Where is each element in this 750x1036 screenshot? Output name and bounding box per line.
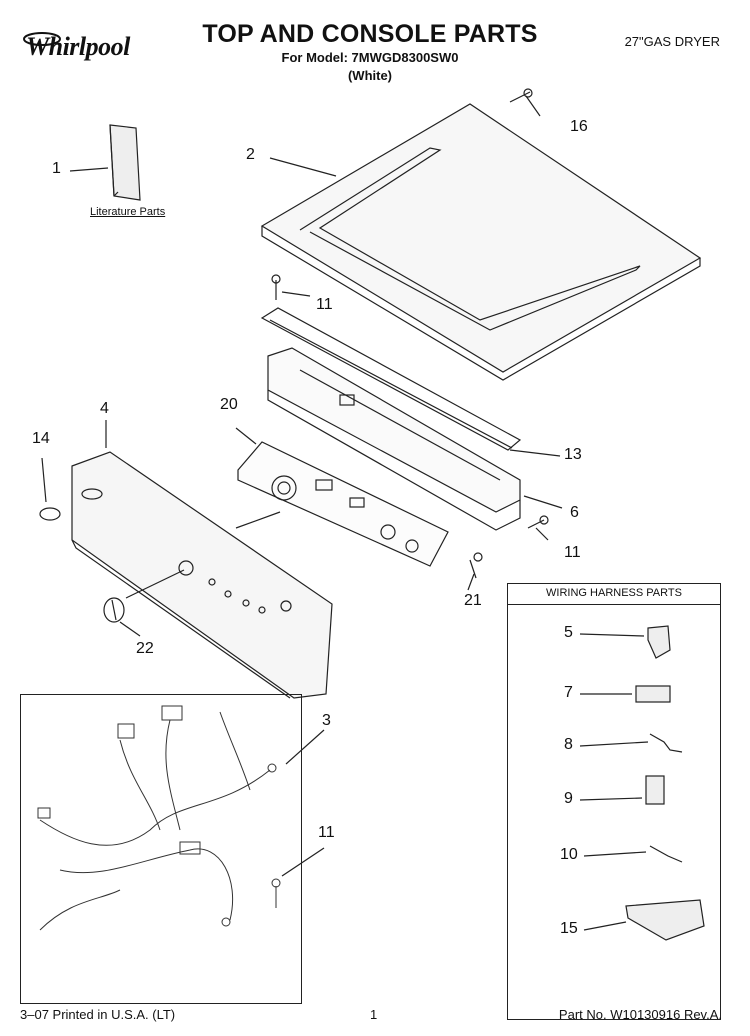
screw-11-right-icon (527, 515, 549, 529)
logo-swoosh-icon (23, 32, 61, 46)
wiring-harness-frame (20, 694, 302, 1004)
callout-4: 4 (100, 400, 109, 417)
screw-11-top-icon (271, 274, 281, 300)
footer-part-number: Part No. W10130916 Rev.A. (558, 1007, 722, 1022)
top-panel-drawing (260, 103, 702, 381)
callout-13: 13 (564, 446, 582, 463)
callout-2: 2 (246, 146, 255, 163)
console-back-6-drawing (267, 347, 521, 531)
page-title: TOP AND CONSOLE PARTS (202, 20, 538, 48)
callout-1: 1 (52, 160, 61, 177)
callout-22: 22 (136, 640, 154, 657)
connector-7-icon (635, 685, 671, 703)
callout-15: 15 (560, 920, 578, 937)
connector-15-icon (625, 899, 705, 941)
callout-20: 20 (220, 396, 238, 413)
clip-5-icon (647, 625, 671, 659)
wiring-parts-box (507, 583, 721, 1020)
knob-22-icon (103, 597, 125, 623)
control-board-20-drawing (237, 441, 449, 567)
brand-logo: Whirlpool (14, 28, 146, 70)
terminal-10-icon (649, 845, 683, 863)
terminal-8-icon (649, 733, 683, 753)
callout-8: 8 (564, 736, 573, 753)
callout-11-bottom: 11 (318, 824, 335, 841)
wiring-parts-box-title: WIRING HARNESS PARTS (507, 583, 721, 605)
console-panel-4-drawing (71, 451, 333, 699)
screw-21-icon (469, 552, 483, 579)
model-line: For Model: 7MWGD8300SW0 (281, 50, 459, 65)
callout-11-top: 11 (316, 296, 333, 313)
callout-11-right: 11 (564, 544, 581, 561)
literature-booklet-icon (109, 124, 141, 201)
product-type: 27"GAS DRYER (624, 34, 720, 49)
callout-21: 21 (464, 592, 482, 609)
lens-14-icon (39, 507, 61, 521)
literature-parts-label: Literature Parts (90, 206, 166, 218)
callout-14: 14 (32, 430, 50, 447)
footer-print-info: 3–07 Printed in U.S.A. (LT) (20, 1007, 176, 1022)
screw-16-icon (509, 88, 533, 103)
footer-page-number: 1 (370, 1007, 378, 1022)
callout-3: 3 (322, 712, 331, 729)
bracket-13-drawing (260, 307, 522, 451)
callout-5: 5 (564, 624, 573, 641)
connector-9-icon (645, 775, 665, 805)
callout-10: 10 (560, 846, 578, 863)
callout-6: 6 (570, 504, 579, 521)
callout-9: 9 (564, 790, 573, 807)
callout-16: 16 (570, 118, 588, 135)
callout-7: 7 (564, 684, 573, 701)
brand-name: Whirlpool (26, 32, 130, 61)
color-line: (White) (347, 68, 393, 83)
wiring-harness-3-drawing (37, 705, 281, 931)
